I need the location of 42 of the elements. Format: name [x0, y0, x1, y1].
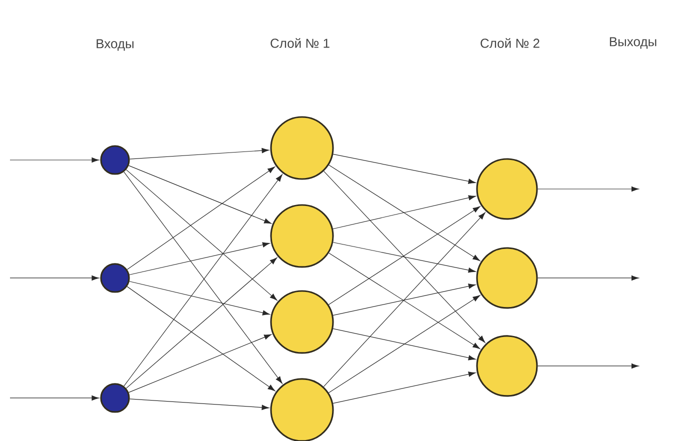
arrow: [10, 157, 100, 163]
hidden-neuron: [270, 116, 334, 180]
arrow: [538, 186, 639, 192]
arrow: [324, 170, 486, 343]
arrow: [129, 148, 270, 160]
arrow: [328, 252, 480, 350]
arrow: [332, 284, 476, 316]
input-neuron: [100, 263, 130, 293]
arrow: [328, 164, 480, 262]
arrow: [10, 395, 100, 401]
hidden-neuron: [270, 204, 334, 268]
column-heading: Слой № 2: [480, 38, 540, 48]
arrow: [129, 398, 270, 410]
input-neuron: [100, 145, 130, 175]
arrow: [332, 372, 476, 404]
arrow: [126, 166, 276, 270]
arrow: [126, 169, 278, 301]
output-neuron: [476, 247, 538, 309]
arrow: [323, 212, 486, 387]
arrow: [332, 328, 476, 360]
output-neuron: [476, 158, 538, 220]
arrow: [332, 242, 476, 273]
arrow: [128, 165, 272, 224]
arrow: [126, 286, 276, 392]
hidden-neuron: [270, 378, 334, 441]
arrow: [128, 334, 272, 393]
input-neuron: [100, 383, 130, 413]
arrow: [332, 154, 476, 184]
hidden-neuron: [270, 290, 334, 354]
arrow: [538, 275, 639, 281]
column-heading: Входы: [96, 39, 134, 51]
output-neuron: [476, 335, 538, 397]
arrow: [332, 195, 476, 230]
arrow: [129, 281, 270, 316]
column-heading: Выходы: [610, 37, 656, 49]
arrow: [328, 206, 480, 305]
column-heading: Слой № 1: [270, 38, 330, 48]
arrow: [10, 275, 100, 281]
arrow: [129, 242, 270, 276]
arrow: [126, 257, 278, 389]
arrow: [328, 295, 480, 394]
arrow: [538, 363, 639, 369]
